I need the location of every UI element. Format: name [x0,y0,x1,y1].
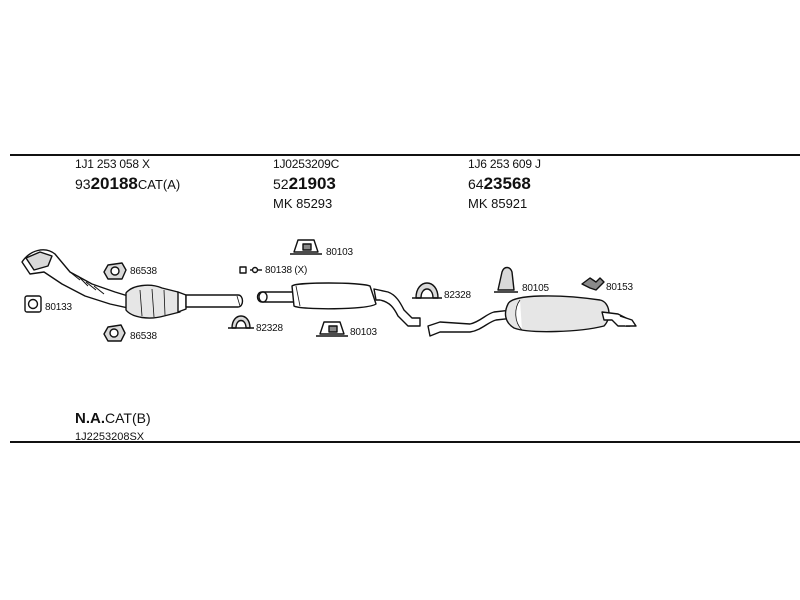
label-clamp-86538-top: 86538 [130,266,157,277]
label-hanger-80103-bottom: 80103 [350,327,377,338]
clamp-86538-top [103,262,127,280]
mk-number: MK 85921 [468,196,528,211]
oem-number: 1J0253209C [273,157,340,171]
hanger-80105 [494,266,518,293]
hanger-80103-bottom [316,321,348,337]
bottom-rule [10,441,800,443]
clamp-82328-middle [228,315,254,329]
clamp-80138 [239,266,262,274]
label-hanger-80103-top: 80103 [326,247,353,258]
label-clamp-82328-rear: 82328 [444,290,471,301]
catalytic-converter-pipe [21,249,244,319]
not-available-text: N.A.CAT(B) [75,410,151,427]
part-number: 5221903 [273,174,336,193]
label-clamp-82328-middle: 82328 [256,323,283,334]
header-rear-silencer: 1J6 253 609 J 6423568 MK 85921 [468,158,541,210]
part-number: 6423568 [468,174,531,193]
mk-number: MK 85293 [273,196,333,211]
gasket-80133 [24,295,42,313]
clamp-82328-rear [412,282,442,299]
label-gasket-80133: 80133 [45,302,72,313]
label-clamp-86538-bottom: 86538 [130,331,157,342]
clamp-86538-bottom [103,324,126,342]
oem-number: 1J6 253 609 J [468,157,541,171]
rear-silencer [427,295,637,337]
label-clamp-80138: 80138 (X) [265,265,308,276]
oem-number: 1J1 253 058 X [75,157,150,171]
hanger-80103-top [290,239,322,255]
part-number: 9320188CAT(A) [75,174,181,193]
header-catalytic-pipe: 1J1 253 058 X 9320188CAT(A) [75,158,180,197]
middle-silencer [256,282,421,327]
header-middle-silencer: 1J0253209C 5221903 MK 85293 [273,158,339,210]
top-rule [10,154,800,156]
footer-not-available: N.A.CAT(B) 1J2253208SX [75,410,151,443]
hanger-80153 [581,277,605,291]
oem-number-footer: 1J2253208SX [75,431,145,443]
label-hanger-80153: 80153 [606,282,633,293]
label-hanger-80105: 80105 [522,283,549,294]
